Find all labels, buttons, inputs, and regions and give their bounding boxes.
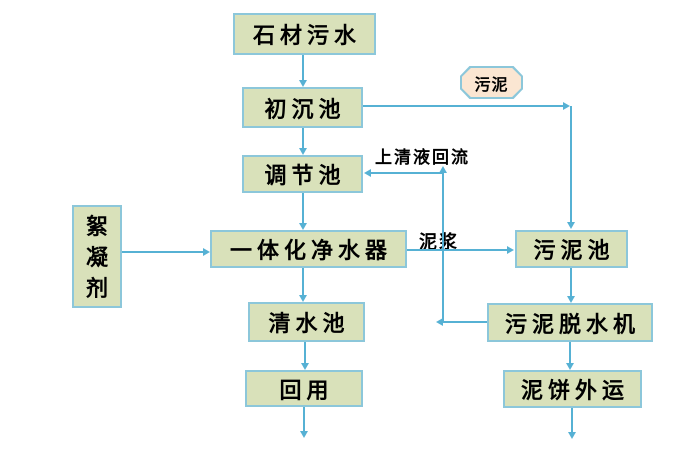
node-mud-cake-out: 泥饼外运	[503, 370, 642, 408]
callout-sludge: 污泥	[460, 66, 523, 99]
arrowhead-supernatant-corner-top	[439, 166, 447, 173]
connector-dewatering-to-mudcake	[569, 342, 571, 364]
arrowhead-reuse-outflow	[300, 431, 308, 438]
arrowhead-cleanwater-to-reuse	[301, 363, 309, 370]
connector-regulating-to-purifier	[302, 193, 304, 224]
connector-supernatant-vertical	[442, 173, 444, 322]
connector-purifier-to-cleanwater	[302, 268, 304, 295]
node-stone-wastewater: 石材污水	[233, 13, 376, 55]
arrowhead-purifier-to-sludgetank	[507, 246, 514, 254]
connector-supernatant-horizontal-low	[443, 321, 487, 323]
connector-reuse-outflow	[303, 407, 305, 431]
arrowhead-primary-to-sludgetank	[567, 222, 575, 229]
arrowhead-supernatant-corner-low	[436, 318, 443, 326]
edge-label-mud-slurry: 泥浆	[419, 232, 459, 252]
connector-primary-to-regulating	[302, 128, 304, 149]
arrowhead-supernatant-to-regulating	[364, 169, 371, 177]
connector-sludgetank-to-dewatering	[570, 268, 572, 297]
arrowhead-stone-to-primary	[299, 80, 307, 87]
connector-cleanwater-to-reuse	[304, 342, 306, 364]
arrowhead-mudcake-outflow	[568, 432, 576, 439]
arrowhead-sludgetank-to-dewatering	[567, 296, 575, 303]
arrowhead-flocculant-to-purifier	[203, 248, 210, 256]
arrowhead-primary-to-regulating	[299, 148, 307, 155]
node-clean-water-tank: 清水池	[248, 302, 365, 342]
connector-mudcake-outflow	[571, 408, 573, 432]
connector-stone-to-primary	[302, 55, 304, 81]
node-reuse: 回用	[245, 370, 363, 407]
node-sludge-tank: 污泥池	[515, 230, 628, 268]
connector-purifier-to-sludgetank	[407, 249, 507, 251]
arrowhead-regulating-to-purifier	[299, 223, 307, 230]
node-regulating-tank: 调节池	[242, 155, 363, 193]
connector-primary-to-sludgetank-vertical	[570, 106, 572, 223]
arrowhead-dewatering-to-mudcake	[566, 363, 574, 370]
node-primary-sedimentation-tank: 初沉池	[242, 87, 363, 128]
edge-label-supernatant-return: 上清液回流	[375, 148, 470, 167]
node-sludge-dewatering-machine: 污泥脱水机	[487, 303, 653, 342]
connector-flocculant-to-purifier	[122, 251, 203, 253]
node-flocculant: 絮凝剂	[72, 205, 122, 308]
arrowhead-purifier-to-cleanwater	[299, 295, 307, 302]
arrowhead-primary-to-sludgetank-corner	[563, 102, 570, 110]
connector-supernatant-horizontal-top	[371, 172, 443, 174]
node-integrated-purifier: 一体化净水器	[210, 230, 407, 268]
callout-sludge-label: 污泥	[462, 68, 521, 97]
connector-primary-to-sludgetank-horizontal	[363, 105, 563, 107]
